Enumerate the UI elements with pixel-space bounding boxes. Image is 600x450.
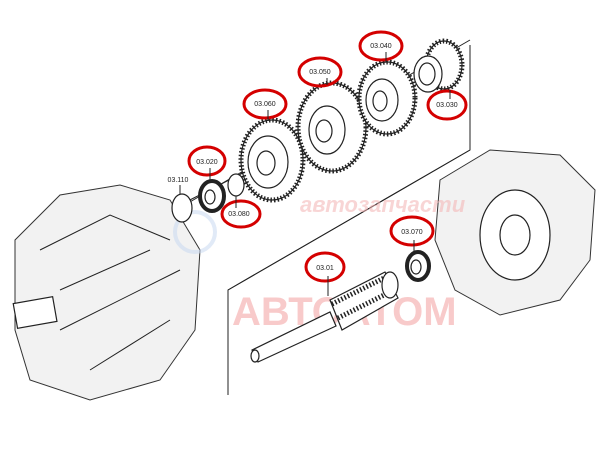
part-03-040-gear <box>356 59 418 137</box>
label-03-020[interactable]: 03.020 <box>187 145 227 180</box>
svg-text:03.060: 03.060 <box>254 101 276 108</box>
svg-text:03.070: 03.070 <box>401 229 423 236</box>
svg-text:03.080: 03.080 <box>228 211 250 218</box>
label-03-040[interactable]: 03.040 <box>358 30 404 62</box>
svg-text:03.040: 03.040 <box>370 43 392 50</box>
part-03-030-sleeve-gear <box>413 38 465 93</box>
label-03-060[interactable]: 03.060 <box>242 88 288 120</box>
svg-text:03.110: 03.110 <box>168 177 189 184</box>
part-03-070-bearing <box>405 250 431 282</box>
left-gearbox-housing <box>12 184 201 401</box>
label-03-080[interactable]: 03.080 <box>220 196 262 229</box>
svg-text:03.030: 03.030 <box>436 102 458 109</box>
right-bellhousing <box>434 149 596 316</box>
label-03-01[interactable]: 03.01 <box>304 251 346 296</box>
svg-text:03.020: 03.020 <box>196 159 218 166</box>
svg-text:03.01: 03.01 <box>316 265 334 272</box>
svg-text:03.050: 03.050 <box>309 69 331 76</box>
part-03-110-ring <box>171 193 193 223</box>
label-03-050[interactable]: 03.050 <box>297 56 343 88</box>
label-03-070[interactable]: 03.070 <box>389 215 435 252</box>
part-03-020-bearing <box>198 179 226 213</box>
label-03-030[interactable]: 03.030 <box>426 89 468 121</box>
part-03-01-input-shaft <box>250 271 399 363</box>
part-03-050-gear <box>295 80 369 174</box>
label-03-110[interactable]: 03.110 <box>168 177 189 194</box>
part-03-060-gear <box>238 117 306 203</box>
watermark-text-1: автозапчасти <box>300 192 466 217</box>
